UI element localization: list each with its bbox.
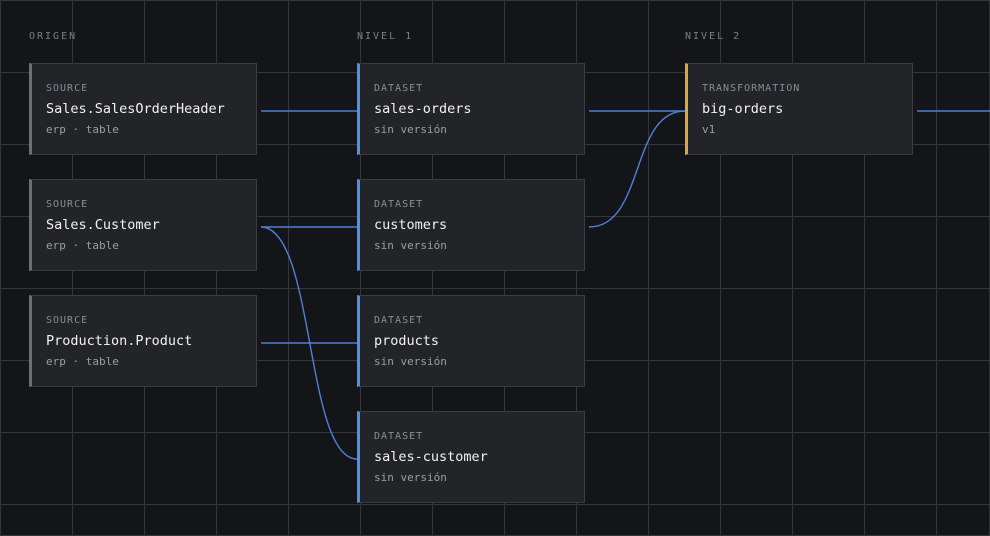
node-title: products (374, 333, 440, 349)
node-kind: DATASET (374, 431, 424, 442)
node-meta: v1 (702, 123, 716, 136)
node-kind: SOURCE (46, 83, 89, 94)
node-title: big-orders (702, 101, 784, 117)
node-meta: sin versión (374, 471, 447, 484)
node-meta: erp · table (46, 239, 119, 252)
node-meta: erp · table (46, 355, 119, 368)
node-source-sales-order-header[interactable]: SOURCE Sales.SalesOrderHeader erp · tabl… (29, 63, 257, 155)
node-transformation-big-orders[interactable]: TRANSFORMATION big-orders v1 (685, 63, 913, 155)
node-kind: DATASET (374, 315, 424, 326)
column-header-nivel-1: NIVEL 1 (357, 31, 414, 42)
column-header-origen: ORIGEN (29, 31, 78, 42)
edge-customers-to-big-orders (588, 110, 686, 228)
node-kind: SOURCE (46, 315, 89, 326)
node-title: Production.Product (46, 333, 193, 349)
node-kind: DATASET (374, 83, 424, 94)
node-source-sales-customer[interactable]: SOURCE Sales.Customer erp · table (29, 179, 257, 271)
node-source-production-product[interactable]: SOURCE Production.Product erp · table (29, 295, 257, 387)
node-kind: DATASET (374, 199, 424, 210)
node-meta: sin versión (374, 239, 447, 252)
node-meta: erp · table (46, 123, 119, 136)
node-title: customers (374, 217, 448, 233)
node-dataset-customers[interactable]: DATASET customers sin versión (357, 179, 585, 271)
node-title: sales-orders (374, 101, 472, 117)
node-dataset-products[interactable]: DATASET products sin versión (357, 295, 585, 387)
column-header-nivel-2: NIVEL 2 (685, 31, 742, 42)
node-dataset-sales-customer[interactable]: DATASET sales-customer sin versión (357, 411, 585, 503)
node-kind: TRANSFORMATION (702, 83, 801, 94)
node-title: Sales.Customer (46, 217, 160, 233)
node-title: Sales.SalesOrderHeader (46, 101, 225, 117)
node-meta: sin versión (374, 123, 447, 136)
node-kind: SOURCE (46, 199, 89, 210)
node-title: sales-customer (374, 449, 488, 465)
node-dataset-sales-orders[interactable]: DATASET sales-orders sin versión (357, 63, 585, 155)
node-meta: sin versión (374, 355, 447, 368)
